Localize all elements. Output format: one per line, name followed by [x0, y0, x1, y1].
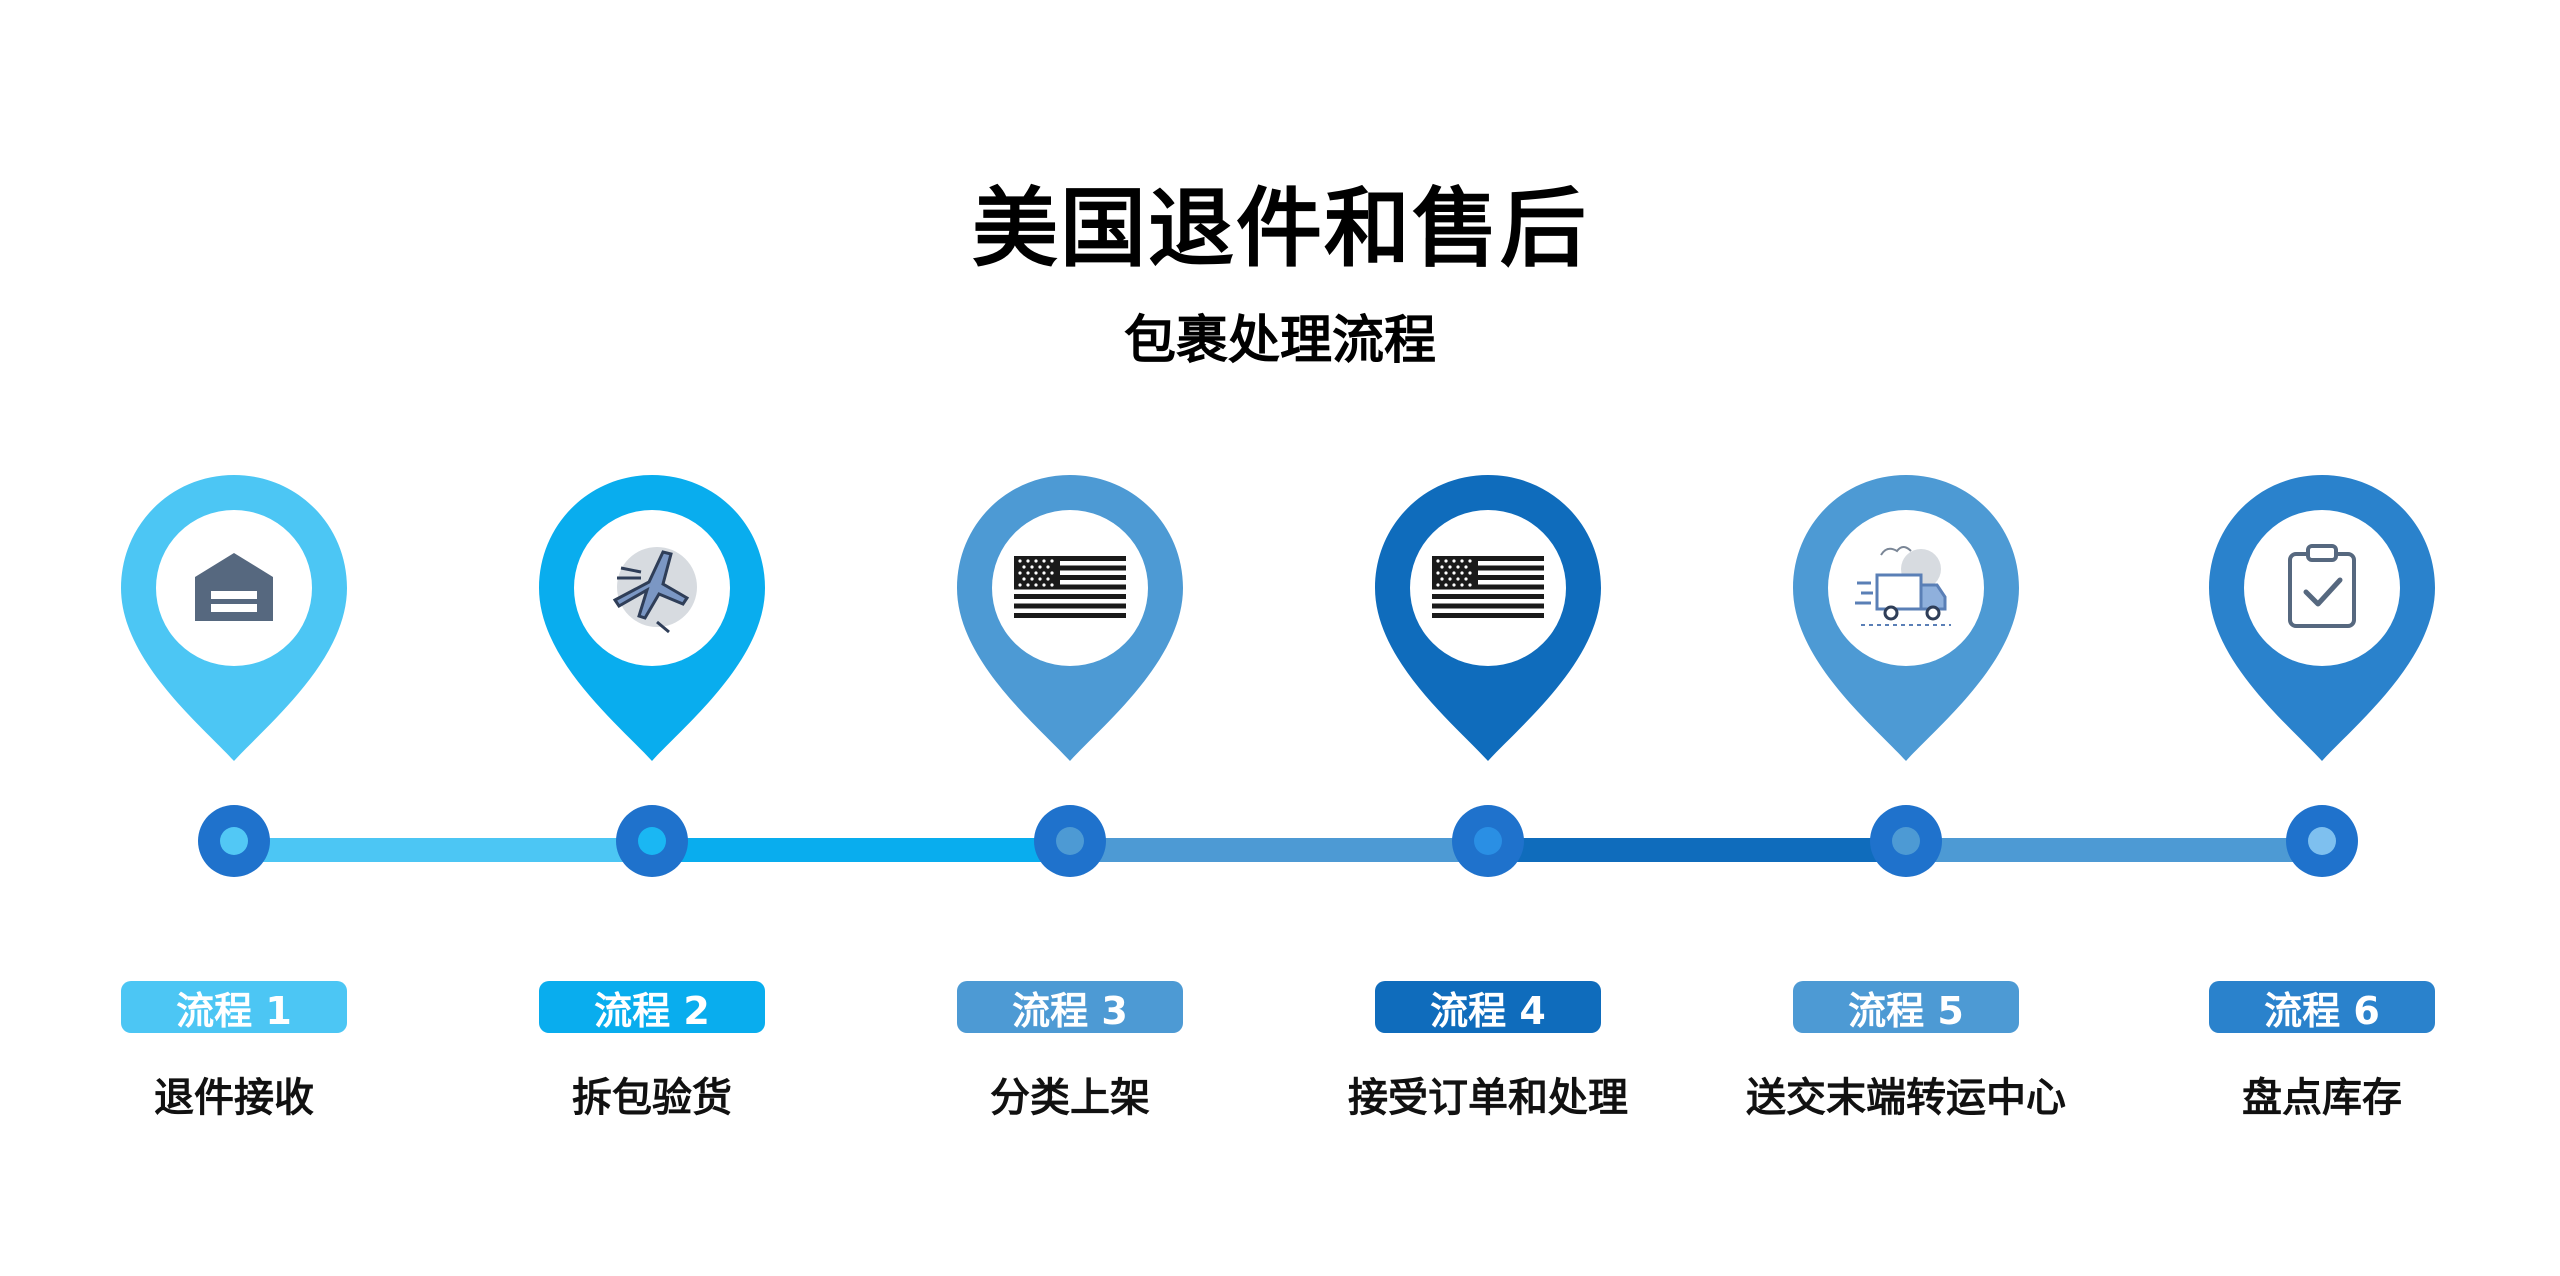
timeline-connector — [1508, 838, 1886, 862]
timeline-connector — [1090, 838, 1468, 862]
step-label-badge: 流程 4 — [1375, 981, 1601, 1033]
map-pin — [957, 475, 1183, 761]
map-pin — [121, 475, 347, 761]
timeline-node — [1034, 805, 1106, 877]
process-step: 流程 5 送交末端转运中心 — [1706, 475, 2106, 1155]
process-step: 流程 4 接受订单和处理 — [1288, 475, 1688, 1155]
process-step: 流程 2 拆包验货 — [452, 475, 852, 1155]
map-pin — [2209, 475, 2435, 761]
timeline-node-center — [1892, 827, 1920, 855]
timeline-node — [198, 805, 270, 877]
airplane-icon — [576, 511, 728, 663]
step-description: 拆包验货 — [572, 1075, 732, 1121]
timeline-connector — [254, 838, 632, 862]
timeline-connector — [1926, 838, 2302, 862]
step-description: 接受订单和处理 — [1348, 1075, 1628, 1121]
process-step: 流程 3 分类上架 — [870, 475, 1270, 1155]
step-label-badge: 流程 5 — [1793, 981, 2019, 1033]
timeline-node — [1870, 805, 1942, 877]
us-flag-icon — [1412, 511, 1564, 663]
page-subtitle: 包裹处理流程 — [1123, 311, 1436, 371]
timeline-node-center — [1056, 827, 1084, 855]
step-description: 盘点库存 — [2242, 1075, 2402, 1121]
map-pin — [539, 475, 765, 761]
timeline-node-center — [1474, 827, 1502, 855]
timeline-node-center — [220, 827, 248, 855]
step-label-badge: 流程 1 — [121, 981, 347, 1033]
timeline-node — [616, 805, 688, 877]
timeline-node-center — [2308, 827, 2336, 855]
step-description: 退件接收 — [154, 1075, 314, 1121]
step-label-badge: 流程 2 — [539, 981, 765, 1033]
process-step: 流程 1 退件接收 — [34, 475, 434, 1155]
timeline-connector — [672, 838, 1050, 862]
map-pin — [1793, 475, 2019, 761]
map-pin — [1375, 475, 1601, 761]
timeline-node-center — [638, 827, 666, 855]
step-label-badge: 流程 3 — [957, 981, 1183, 1033]
delivery-truck-icon — [1830, 511, 1982, 663]
timeline-node — [2286, 805, 2358, 877]
step-description: 分类上架 — [990, 1075, 1150, 1121]
page-title: 美国退件和售后 — [972, 179, 1588, 279]
step-label-badge: 流程 6 — [2209, 981, 2435, 1033]
us-flag-icon — [994, 511, 1146, 663]
process-step: 流程 6 盘点库存 — [2122, 475, 2522, 1155]
timeline-node — [1452, 805, 1524, 877]
step-description: 送交末端转运中心 — [1746, 1075, 2066, 1121]
warehouse-icon — [158, 511, 310, 663]
clipboard-check-icon — [2246, 511, 2398, 663]
